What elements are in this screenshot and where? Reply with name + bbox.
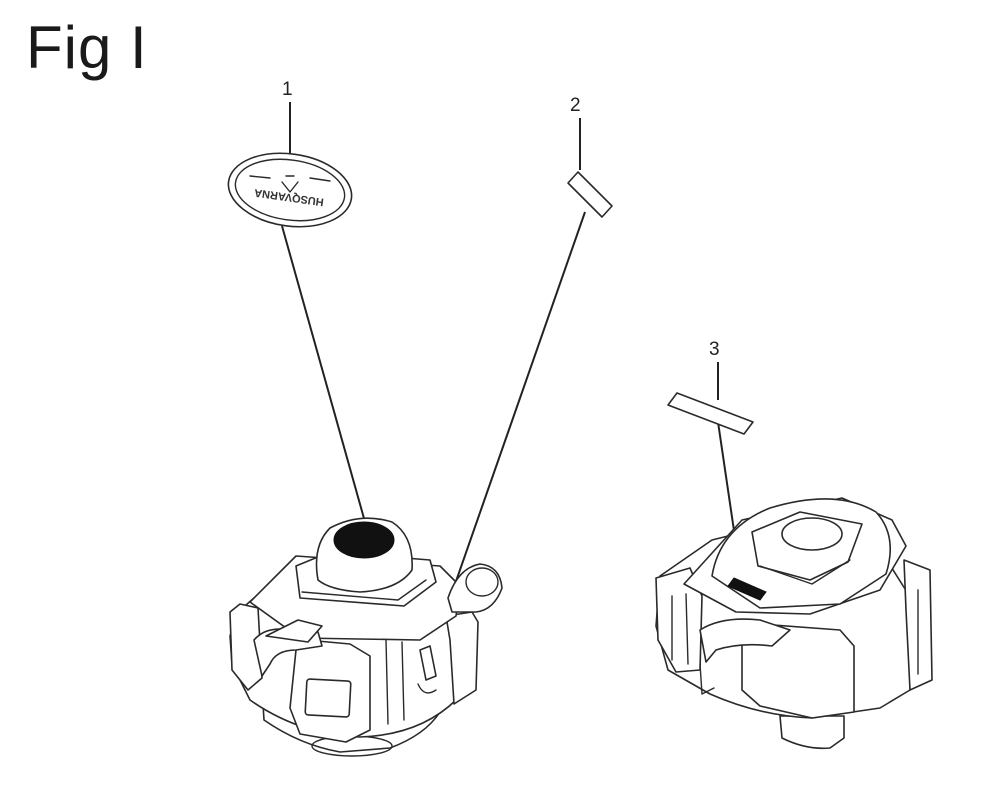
- engine-left-illustration: [229, 517, 503, 757]
- figure-title: Fig I: [26, 14, 148, 81]
- decal-1-logo: HUSQVARNA: [227, 152, 353, 228]
- leader-line-1: [281, 225, 366, 523]
- decal-3-label: [667, 392, 754, 435]
- engine-right-illustration: [655, 497, 933, 750]
- decal-2-label: [567, 171, 613, 218]
- callout-number-2: 2: [570, 95, 581, 116]
- callout-number-1: 1: [282, 79, 293, 100]
- callout-number-3: 3: [709, 339, 720, 360]
- leader-line-2: [431, 211, 586, 651]
